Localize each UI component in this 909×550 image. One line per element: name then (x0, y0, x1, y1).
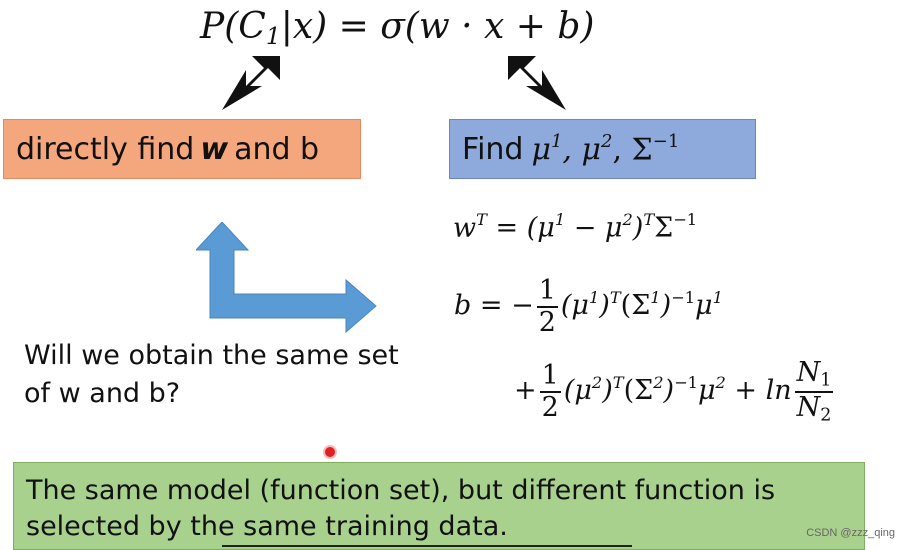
eq-b-part5: μ (695, 290, 713, 322)
eq-wt-rhs4-sup: −1 (673, 210, 698, 229)
conclusion-underline (222, 545, 632, 547)
eq-b2-part1-sup: 2 (591, 372, 603, 392)
conclusion-box: The same model (function set), but diffe… (13, 462, 865, 550)
eq-ln-den-sub: 2 (820, 405, 832, 426)
laser-pointer-dot (325, 447, 335, 457)
eq-b-part2: ) (599, 290, 610, 322)
watermark: CSDN @zzz_qing (806, 527, 895, 539)
eq-ln-den-n: N (796, 391, 821, 423)
eq-b-part4-sup: −1 (671, 287, 696, 307)
eq-wt-rhs3: ) (632, 212, 644, 244)
find-params-label: Find (462, 131, 524, 167)
top-formula-lhs-rest: |x) = (280, 6, 381, 47)
direct-find-box: directly find w and b (3, 119, 361, 179)
eq-wt-lhs: w (453, 212, 477, 244)
find-sigma-sup: −1 (652, 130, 680, 152)
eq-b2-part5-sup: 2 (715, 372, 726, 392)
equation-w-transpose: wT = (μ1 − μ2)TΣ−1 (453, 210, 697, 243)
bent-bidirectional-arrow-icon (196, 222, 377, 334)
eq-b-frac-den: 2 (538, 306, 556, 338)
eq-b2-part3: (Σ (623, 375, 654, 407)
eq-b2-part2-sup: T (612, 372, 624, 392)
top-formula-sub: 1 (265, 21, 281, 50)
top-formula-lhs: P(C (200, 6, 266, 47)
top-formula-sigma: σ(w · x + b) (380, 6, 595, 47)
eq-ln-frac-num: N1 (794, 357, 834, 393)
eq-b2-part5: μ (697, 375, 716, 407)
eq-b2-plus-ln: + ln (725, 375, 792, 407)
eq-b2-part2: ) (602, 375, 613, 407)
eq-wt-rhs2-sup: 2 (622, 210, 633, 229)
arrow-down-right-icon (508, 56, 566, 110)
eq-b-part3-sup: 1 (650, 287, 661, 307)
eq-wt-rhs1: = (μ (486, 212, 555, 244)
eq-wt-rhs3-sup: T (643, 210, 655, 229)
eq-b-part1-sup: 1 (588, 287, 600, 307)
eq-wt-rhs1-sup: 1 (554, 210, 566, 229)
eq-b-part4: ) (660, 290, 672, 322)
eq-ln-num-n: N (796, 357, 821, 388)
direct-find-text: directly find (16, 131, 195, 167)
eq-b2-plus: + (514, 375, 537, 407)
eq-b2-frac-num: 1 (539, 359, 561, 393)
find-params-box: Find μ1, μ2, Σ−1 (449, 119, 756, 179)
top-formula: P(C1|x) = σ(w · x + b) (200, 6, 594, 50)
eq-wt-rhs4: Σ (654, 212, 674, 244)
find-mu2: , μ (562, 132, 601, 168)
find-mu1-sup: 1 (550, 130, 563, 152)
eq-b2-part3-sup: 2 (653, 372, 664, 392)
direct-find-text-after: and b (234, 131, 320, 167)
find-sigma: , Σ (612, 132, 653, 168)
eq-wt-rhs2: − μ (565, 212, 623, 244)
eq-b2-frac-den: 2 (541, 391, 559, 423)
find-params-formula: μ1, μ2, Σ−1 (531, 131, 679, 168)
eq-b-part1: (μ (560, 290, 589, 322)
eq-b-part2-sup: T (609, 287, 621, 307)
find-mu1: μ (531, 132, 551, 168)
eq-b2-part1: (μ (563, 375, 592, 407)
eq-b-part3: (Σ (620, 290, 651, 322)
eq-b-part5-sup: 1 (712, 287, 723, 307)
find-mu2-sup: 2 (601, 130, 613, 152)
eq-b2-part4-sup: −1 (674, 372, 698, 392)
eq-ln-num-sub: 1 (820, 370, 832, 391)
question-text: Will we obtain the same set of w and b? (24, 340, 399, 409)
direct-find-bold-w: w (200, 131, 229, 167)
eq-wt-lhs-sup: T (476, 210, 487, 229)
eq-b2-part4: ) (663, 375, 675, 407)
eq-b-frac-num: 1 (536, 275, 558, 308)
eq-b-lhs: b = − (454, 290, 534, 322)
eq-ln-frac-den: N2 (795, 391, 834, 426)
arrow-down-left-icon (222, 56, 280, 110)
